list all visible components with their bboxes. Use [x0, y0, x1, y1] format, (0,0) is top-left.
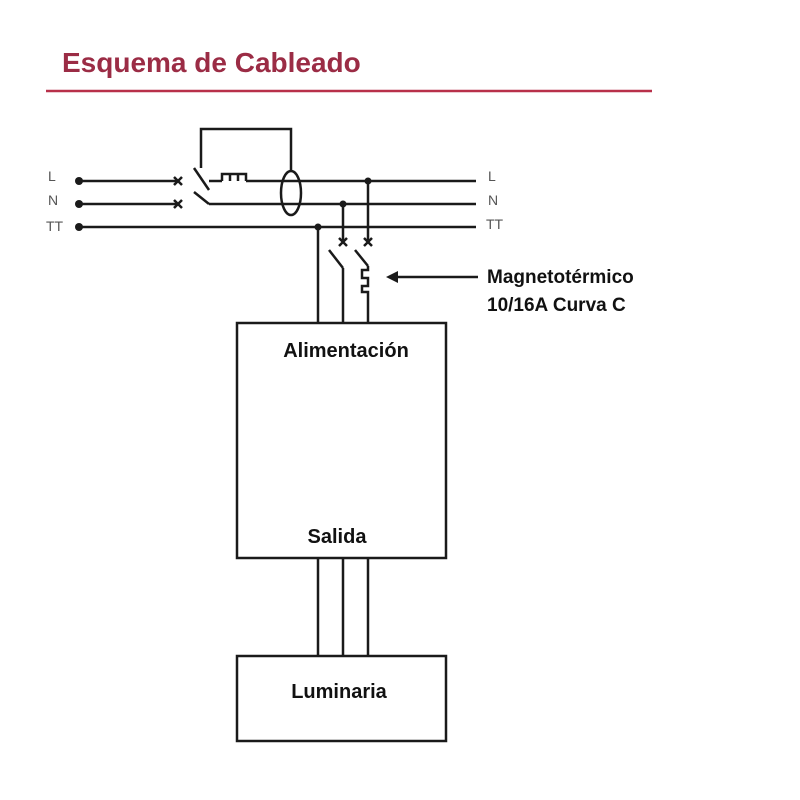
luminaire-label: Luminaria — [291, 681, 387, 703]
power-output-label: Salida — [308, 526, 368, 548]
luminaire-box — [235, 654, 448, 743]
power-input-label: Alimentación — [283, 340, 409, 362]
breaker-label-line1: Magnetotérmico — [487, 267, 634, 288]
right-label-tt: TT — [486, 216, 504, 232]
right-label-n: N — [488, 192, 498, 208]
breaker-cross-l — [363, 237, 373, 247]
annotation-arrow-head — [386, 271, 398, 283]
cross-mark-n — [173, 199, 183, 209]
left-label-n: N — [48, 192, 58, 208]
main-switch-l — [192, 167, 211, 191]
breaker-switch-l — [354, 249, 369, 267]
breaker-coil — [360, 266, 370, 323]
current-transformer — [279, 169, 303, 217]
left-label-l: L — [48, 168, 56, 184]
breaker-switch-n — [328, 249, 344, 269]
breaker-cross-n — [338, 237, 348, 247]
left-label-tt: TT — [46, 218, 64, 234]
breaker-label-line2: 10/16A Curva C — [487, 295, 626, 316]
thermal-element — [220, 172, 248, 181]
power-supply-box — [235, 321, 448, 560]
page-title: Esquema de Cableado — [62, 47, 361, 78]
right-label-l: L — [488, 168, 496, 184]
cross-mark-l — [173, 176, 183, 186]
main-switch-n — [193, 191, 210, 205]
differential-loop — [199, 127, 293, 172]
